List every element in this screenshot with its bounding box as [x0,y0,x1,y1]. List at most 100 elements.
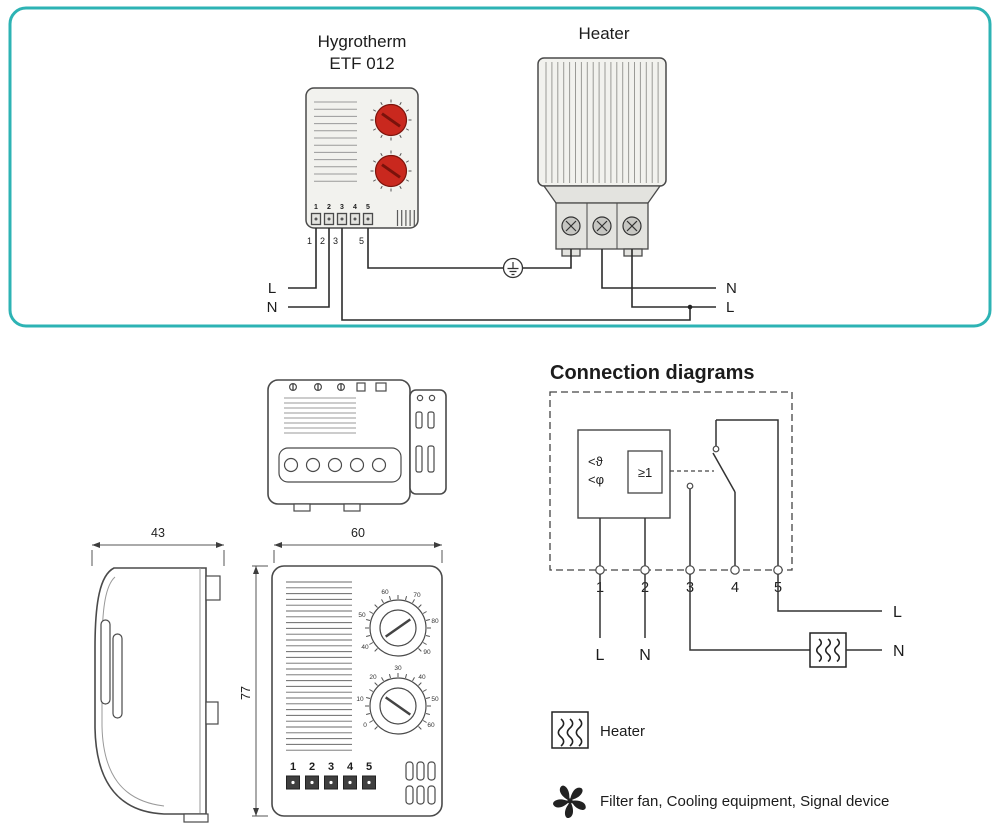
wire-l-right [631,249,716,308]
side-vent-slot [112,633,123,719]
sensor-theta-label: <ϑ [588,454,604,469]
heater-wave [815,638,823,663]
pattern-line [422,720,427,723]
heater-wave [833,638,841,663]
pattern-line [388,673,391,679]
pattern-line [365,696,371,699]
pattern-line [422,611,427,614]
pattern-line [418,726,422,730]
dim-arrow [216,542,224,548]
terminal-screw [340,217,344,221]
socket-hole [310,780,314,785]
pattern-line [405,179,410,182]
panel-slot [427,411,435,429]
switch-arm [712,452,736,493]
device-title: Hygrotherm [318,32,407,51]
top-view-body [267,379,411,505]
legend: Heater Filter fan, Cooling equipment, Si… [551,711,889,818]
dial-scale-number: 50 [431,696,439,703]
pattern-line [425,618,431,621]
pattern-line [365,635,371,638]
sensor-phi-label: <φ [588,472,604,487]
dim-arrow [92,542,100,548]
pattern-line [374,726,378,730]
terminal-circle-3 [685,565,695,575]
dial-scale-number: 20 [369,674,377,681]
heater-icon-wave [566,718,574,747]
heater-symbol-inline [809,632,847,668]
fan-hub [567,798,573,804]
heater-icon-wave [557,718,565,747]
top-view-drawing [267,379,447,512]
pattern-line [399,101,402,106]
top-terminal-hole [327,457,343,473]
front-view-drawing: 60 77 40 50 60 70 80 90 [239,526,443,817]
humidity-dial-slot [384,618,412,638]
front-terminal-number: 1 [290,761,296,773]
side-foot [183,813,209,823]
pattern-line [405,128,410,131]
top-terminal-hole [305,457,321,473]
terminal-number: 4 [353,204,357,211]
label-supply-l: L [596,647,605,664]
label-l-left: L [268,280,276,297]
legend-fan-label: Filter fan, Cooling equipment, Signal de… [600,793,889,810]
grille-slot [405,761,414,781]
heater-icon-wave [575,718,583,747]
dim-height-front: 77 [239,686,253,700]
label-load-n: N [893,643,905,660]
top-terminal-hole [371,457,387,473]
dial-scale-number: 60 [427,722,435,729]
pattern-line [405,673,408,679]
dim-arrow [434,542,442,548]
dim-width-front: 60 [351,526,365,540]
stub-label: 5 [359,236,364,246]
terminal-circle-2 [640,565,650,575]
front-vents [286,581,352,751]
terminal-screw [353,217,357,221]
temperature-dial: 0 10 20 30 40 50 60 [356,665,439,735]
pattern-line [380,152,383,157]
terminal-label: 4 [731,580,739,596]
socket-hole [348,780,352,785]
pattern-line [399,152,402,157]
wire-switched-line [341,228,691,321]
hygrotherm-device: 1 2 3 4 5 [305,87,419,229]
terminal-screw [314,217,318,221]
pattern-line [374,604,378,608]
pattern-line [381,677,384,682]
front-terminal-number: 2 [309,761,315,773]
pattern-line [405,595,408,601]
front-terminal-sockets [286,775,376,790]
pattern-line [365,713,371,716]
top-terminal-hole [283,457,299,473]
fan-blade [570,800,586,810]
terminal-circle-4 [730,565,740,575]
grille-slot [427,761,436,781]
label-supply-n: N [639,647,651,664]
dial-scale-number: 40 [418,674,426,681]
label-load-l: L [893,604,902,621]
top-view-vents [284,397,356,434]
wire-terminal5-l [777,574,882,612]
panel-slot [415,411,423,429]
dial-scale-number: 70 [413,592,421,599]
heater-icon [551,711,589,749]
socket-hole [367,780,371,785]
heater-foot [623,248,643,257]
wiring-conductors: 1 2 3 5 L N N L [267,228,737,321]
earth-glyph [507,262,519,276]
dial-scale-number: 90 [423,649,431,656]
pattern-line [422,642,427,645]
wire-n-left [288,228,330,308]
pattern-line [372,179,377,182]
pattern-line [405,160,410,163]
stub-label: 2 [320,236,325,246]
side-view-body [94,567,207,815]
dial-scale-number: 40 [361,644,369,651]
hygrotherm-vent-lines [314,101,357,182]
terminal-screw [366,217,370,221]
dim-arrow [274,542,282,548]
pattern-line [425,635,431,638]
screw-slot [626,220,638,232]
